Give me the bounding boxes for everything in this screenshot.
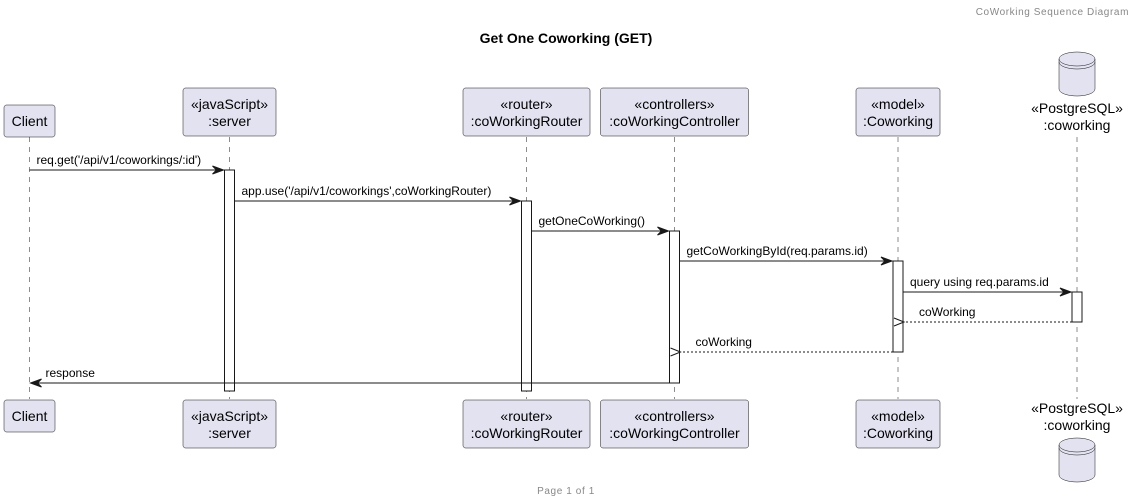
- participant-label: «controllers»: [634, 96, 714, 112]
- participant-box: [462, 399, 591, 449]
- participant-label: «PostgreSQL»: [1031, 100, 1123, 116]
- participant-label: :coWorkingController: [609, 113, 740, 129]
- participant-label: «router»: [500, 96, 552, 112]
- participant-box: [3, 104, 56, 138]
- message-7: coWorking: [670, 335, 893, 357]
- participant-client-bottom: Client: [3, 399, 56, 433]
- participant-box: [462, 87, 591, 137]
- lifelines: [29, 137, 1078, 399]
- participant-label: «model»: [871, 96, 925, 112]
- participant-label: :server: [208, 113, 251, 129]
- message-5: query using req.params.id: [903, 275, 1073, 297]
- participant-label: «model»: [871, 408, 925, 424]
- participant-client-top: Client: [3, 104, 56, 138]
- participant-model-top: «model»:Coworking: [855, 87, 941, 137]
- activation-server: [224, 169, 235, 392]
- participant-box: [3, 399, 56, 433]
- participant-label: «router»: [500, 408, 552, 424]
- message-label: getOneCoWorking(): [539, 214, 646, 228]
- database-icon: [1058, 437, 1096, 483]
- participant-box: [855, 87, 941, 137]
- diagram-title: Get One Coworking (GET): [480, 30, 653, 46]
- message-3: getOneCoWorking(): [531, 214, 670, 236]
- arrowhead-icon: [1059, 287, 1073, 297]
- message-label: getCoWorkingById(req.params.id): [687, 244, 868, 258]
- participant-label: «controllers»: [634, 408, 714, 424]
- participant-server-top: «javaScript»:server: [182, 87, 277, 137]
- participant-label: :coWorkingRouter: [471, 113, 583, 129]
- message-label: query using req.params.id: [910, 275, 1049, 289]
- arrowhead-icon: [880, 256, 894, 266]
- participant-database-bottom: «PostgreSQL»:coworking: [1031, 400, 1123, 483]
- participant-label: :coWorkingRouter: [471, 425, 583, 441]
- participant-label: Client: [12, 113, 48, 129]
- activation-controller: [669, 230, 680, 384]
- arrowhead-icon: [893, 317, 906, 327]
- messages: req.get('/api/v1/coworkings/:id') app.use…: [29, 153, 1073, 388]
- message-4: getCoWorkingById(req.params.id): [679, 244, 894, 266]
- participant-label: :server: [208, 425, 251, 441]
- participant-label: :coWorkingController: [609, 425, 740, 441]
- participant-label: :coworking: [1044, 117, 1111, 133]
- message-2: app.use('/api/v1/coworkings',coWorkingRo…: [234, 184, 522, 206]
- participant-model-bottom: «model»:Coworking: [855, 399, 941, 449]
- participant-label: «javaScript»: [191, 96, 268, 112]
- message-label: coWorking: [696, 335, 752, 349]
- diagram-header: CoWorking Sequence Diagram: [976, 7, 1129, 18]
- participant-box: [182, 87, 277, 137]
- page-footer: Page 1 of 1: [537, 486, 595, 497]
- participant-box: [855, 399, 941, 449]
- activation-bars: [224, 169, 1083, 392]
- message-6: coWorking: [893, 305, 1072, 327]
- participant-box: [600, 87, 749, 137]
- activation-router: [521, 200, 532, 392]
- participant-label: «PostgreSQL»: [1031, 400, 1123, 416]
- arrowhead-icon: [29, 378, 42, 388]
- message-label: req.get('/api/v1/coworkings/:id'): [37, 153, 202, 167]
- arrowhead-icon: [670, 347, 682, 357]
- arrowhead-icon: [212, 165, 225, 175]
- participant-label: «javaScript»: [191, 408, 268, 424]
- activation-model: [892, 260, 904, 353]
- participant-router-top: «router»:coWorkingRouter: [462, 87, 591, 137]
- participant-server-bottom: «javaScript»:server: [182, 399, 277, 449]
- participant-label: :coworking: [1044, 417, 1111, 433]
- arrowhead-icon: [509, 196, 522, 206]
- arrowhead-icon: [657, 226, 670, 236]
- participant-label: :Coworking: [863, 113, 933, 129]
- participant-database-top: «PostgreSQL»:coworking: [1031, 51, 1123, 133]
- message-1: req.get('/api/v1/coworkings/:id'): [29, 153, 225, 175]
- participant-box: [600, 399, 749, 449]
- database-icon: [1058, 51, 1096, 97]
- message-label: app.use('/api/v1/coworkings',coWorkingRo…: [242, 184, 492, 198]
- message-label: coWorking: [919, 305, 975, 319]
- message-8: response: [29, 366, 670, 388]
- activation-database: [1071, 291, 1083, 323]
- participant-router-bottom: «router»:coWorkingRouter: [462, 399, 591, 449]
- participant-controller-top: «controllers»:coWorkingController: [600, 87, 749, 137]
- message-label: response: [46, 366, 96, 380]
- participant-label: :Coworking: [863, 425, 933, 441]
- participant-box: [182, 399, 277, 449]
- participant-controller-bottom: «controllers»:coWorkingController: [600, 399, 749, 449]
- participant-label: Client: [12, 408, 48, 424]
- participants: ClientClient«javaScript»:server«javaScri…: [3, 51, 1123, 483]
